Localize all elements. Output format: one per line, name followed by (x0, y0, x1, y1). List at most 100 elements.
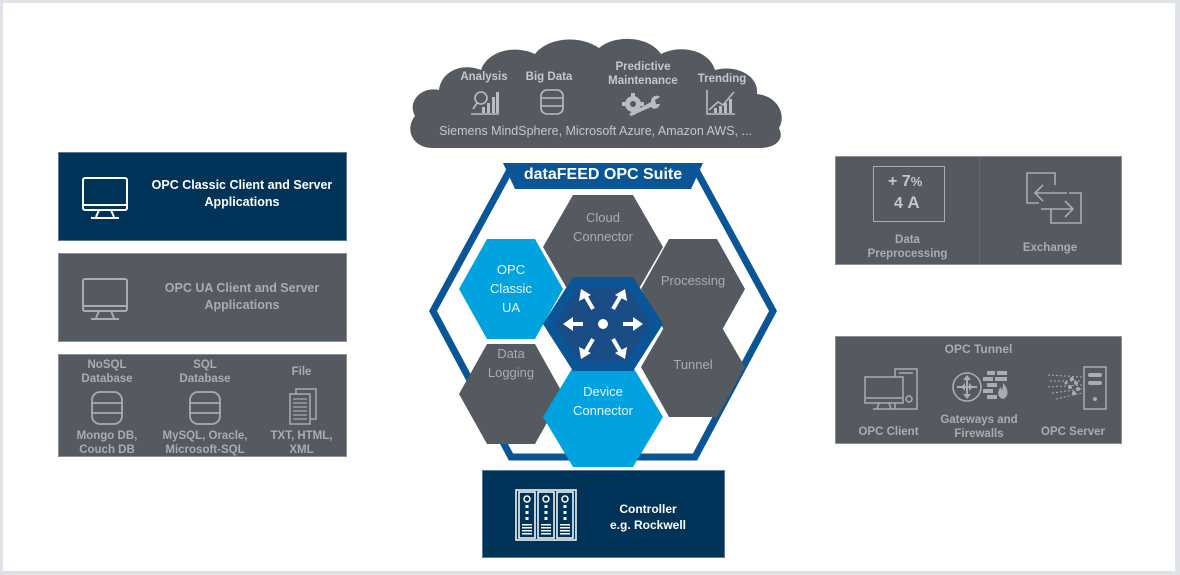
controller-box[interactable]: Controller e.g. Rockwell (482, 470, 725, 558)
opc-tunnel-box: OPC Tunnel OPC Client (835, 336, 1122, 444)
preprocessing-icon-top: + 7% (888, 173, 922, 191)
label-line: Logging (487, 365, 535, 380)
module-label-processing: Processing (660, 273, 726, 288)
icon-unit: % (910, 174, 923, 189)
label-line: OPC UA Client and Server (164, 281, 320, 295)
icon-value: + 7 (888, 173, 911, 190)
server-data-icon (1047, 366, 1107, 410)
database-icon (91, 391, 123, 425)
hex-processing[interactable] (641, 239, 745, 339)
label-line: Applications (204, 298, 280, 312)
suite-title: dataFEED OPC Suite (523, 166, 683, 183)
label-line: Gateways and (940, 414, 1018, 426)
opc-classic-applications-box[interactable]: OPC Classic Client and Server Applicatio… (58, 152, 347, 241)
tunnel-opc-server[interactable]: OPC Server (1026, 337, 1121, 445)
storage-subtitle: TXT, HTML, XML (255, 429, 348, 457)
module-label-tunnel: Tunnel (673, 357, 713, 372)
label-line: Maintenance (608, 75, 678, 87)
tunnel-gateways-firewalls[interactable]: Gateways and Firewalls (931, 337, 1026, 445)
label-line: MySQL, Oracle, (162, 430, 248, 442)
data-preprocessing[interactable]: + 7% 4 A Data Preprocessing (836, 157, 980, 264)
monitor-icon (82, 177, 128, 219)
storage-nosql[interactable]: NoSQL Database Mongo DB, Couch DB (59, 355, 155, 458)
label-line: OPC (496, 262, 526, 277)
tunnel-item-label: OPC Server (1041, 426, 1105, 438)
trend-chart-icon (706, 90, 735, 115)
hex-tunnel[interactable] (641, 319, 745, 417)
database-icon (189, 391, 221, 425)
cloud-platforms-text: Siemens MindSphere, Microsoft Azure, Ama… (439, 124, 752, 138)
controller-label: Controller e.g. Rockwell (593, 501, 703, 533)
suite-outer-hexagon (429, 163, 777, 467)
opc-ua-label: OPC UA Client and Server Applications (147, 280, 337, 314)
label-line: Mongo DB, (76, 430, 138, 442)
analysis-chart-magnifier-icon (471, 91, 499, 115)
label-line: Connector (573, 403, 633, 418)
preprocessing-icon-bottom: 4 A (894, 193, 920, 213)
gear-wrench-icon (622, 93, 660, 116)
documents-icon (289, 388, 317, 425)
hex-data-logging[interactable] (459, 344, 563, 444)
opc-classic-label: OPC Classic Client and Server Applicatio… (147, 177, 337, 211)
router-firewall-icon (952, 371, 1008, 402)
label-line: Database (81, 373, 133, 385)
label-line: Cloud (586, 210, 620, 225)
icon-value: 4 (894, 195, 903, 212)
label-line: Preprocessing (867, 248, 948, 260)
cloud-label-big-data: Big Data (525, 71, 573, 83)
hex-opc-classic-ua[interactable] (459, 239, 563, 339)
label-line: Microsoft-SQL (165, 444, 245, 456)
storage-file[interactable]: File TXT, HTML, XML (255, 355, 348, 458)
tunnel-item-label: OPC Client (858, 426, 919, 438)
hex-cloud-connector[interactable] (543, 195, 663, 299)
label-line: Applications (204, 195, 280, 209)
label-line: Connector (573, 229, 633, 244)
label-line: UA (501, 300, 521, 315)
label-line: Data (497, 346, 525, 361)
cloud-label-analysis: Analysis (460, 71, 508, 83)
label-line: NoSQL (87, 359, 127, 371)
label-line: Firewalls (954, 428, 1004, 440)
monitor-icon (82, 278, 128, 320)
icon-unit: A (907, 193, 920, 212)
label-line: Controller (619, 502, 677, 516)
label-line: Predictive (615, 61, 671, 73)
computer-tower-icon (864, 368, 918, 410)
exchange-label: Exchange (1022, 242, 1078, 254)
storage-title: NoSQL Database (59, 358, 155, 386)
label-line: Classic (490, 281, 532, 296)
storage-subtitle: Mongo DB, Couch DB (59, 429, 155, 457)
storage-subtitle: MySQL, Oracle, Microsoft-SQL (155, 429, 255, 457)
tunnel-item-label: Gateways and Firewalls (929, 413, 1029, 441)
cloud-shape (410, 38, 782, 148)
cloud-label-trending: Trending (697, 73, 747, 85)
tunnel-opc-client[interactable]: OPC Client (836, 337, 931, 445)
cloud-services: Analysis Big Data Predictive Maintenance… (403, 36, 788, 151)
hub-arrows-icon (543, 277, 663, 371)
label-line: Data (895, 234, 920, 246)
opc-tunnel-title: OPC Tunnel (944, 342, 1013, 356)
label-line: Device (583, 384, 623, 399)
label-line: e.g. Rockwell (609, 518, 687, 532)
label-line: OPC Classic Client and Server (151, 178, 333, 192)
hex-device-connector[interactable] (543, 367, 663, 467)
label-line: Couch DB (79, 444, 135, 456)
exchange[interactable]: Exchange (979, 157, 1121, 264)
exchange-arrows-icon (1026, 172, 1082, 224)
opc-ua-applications-box[interactable]: OPC UA Client and Server Applications (58, 253, 347, 342)
preprocessing-label: Data Preprocessing (836, 233, 979, 261)
label-line: XML (289, 444, 314, 456)
storage-title: File (291, 366, 312, 378)
preprocessing-exchange-box: + 7% 4 A Data Preprocessing Exchange (835, 156, 1122, 265)
cloud-label-predictive-maintenance: Predictive Maintenance (593, 60, 693, 88)
label-line: TXT, HTML, (270, 430, 333, 442)
label-line: SQL (193, 359, 217, 371)
